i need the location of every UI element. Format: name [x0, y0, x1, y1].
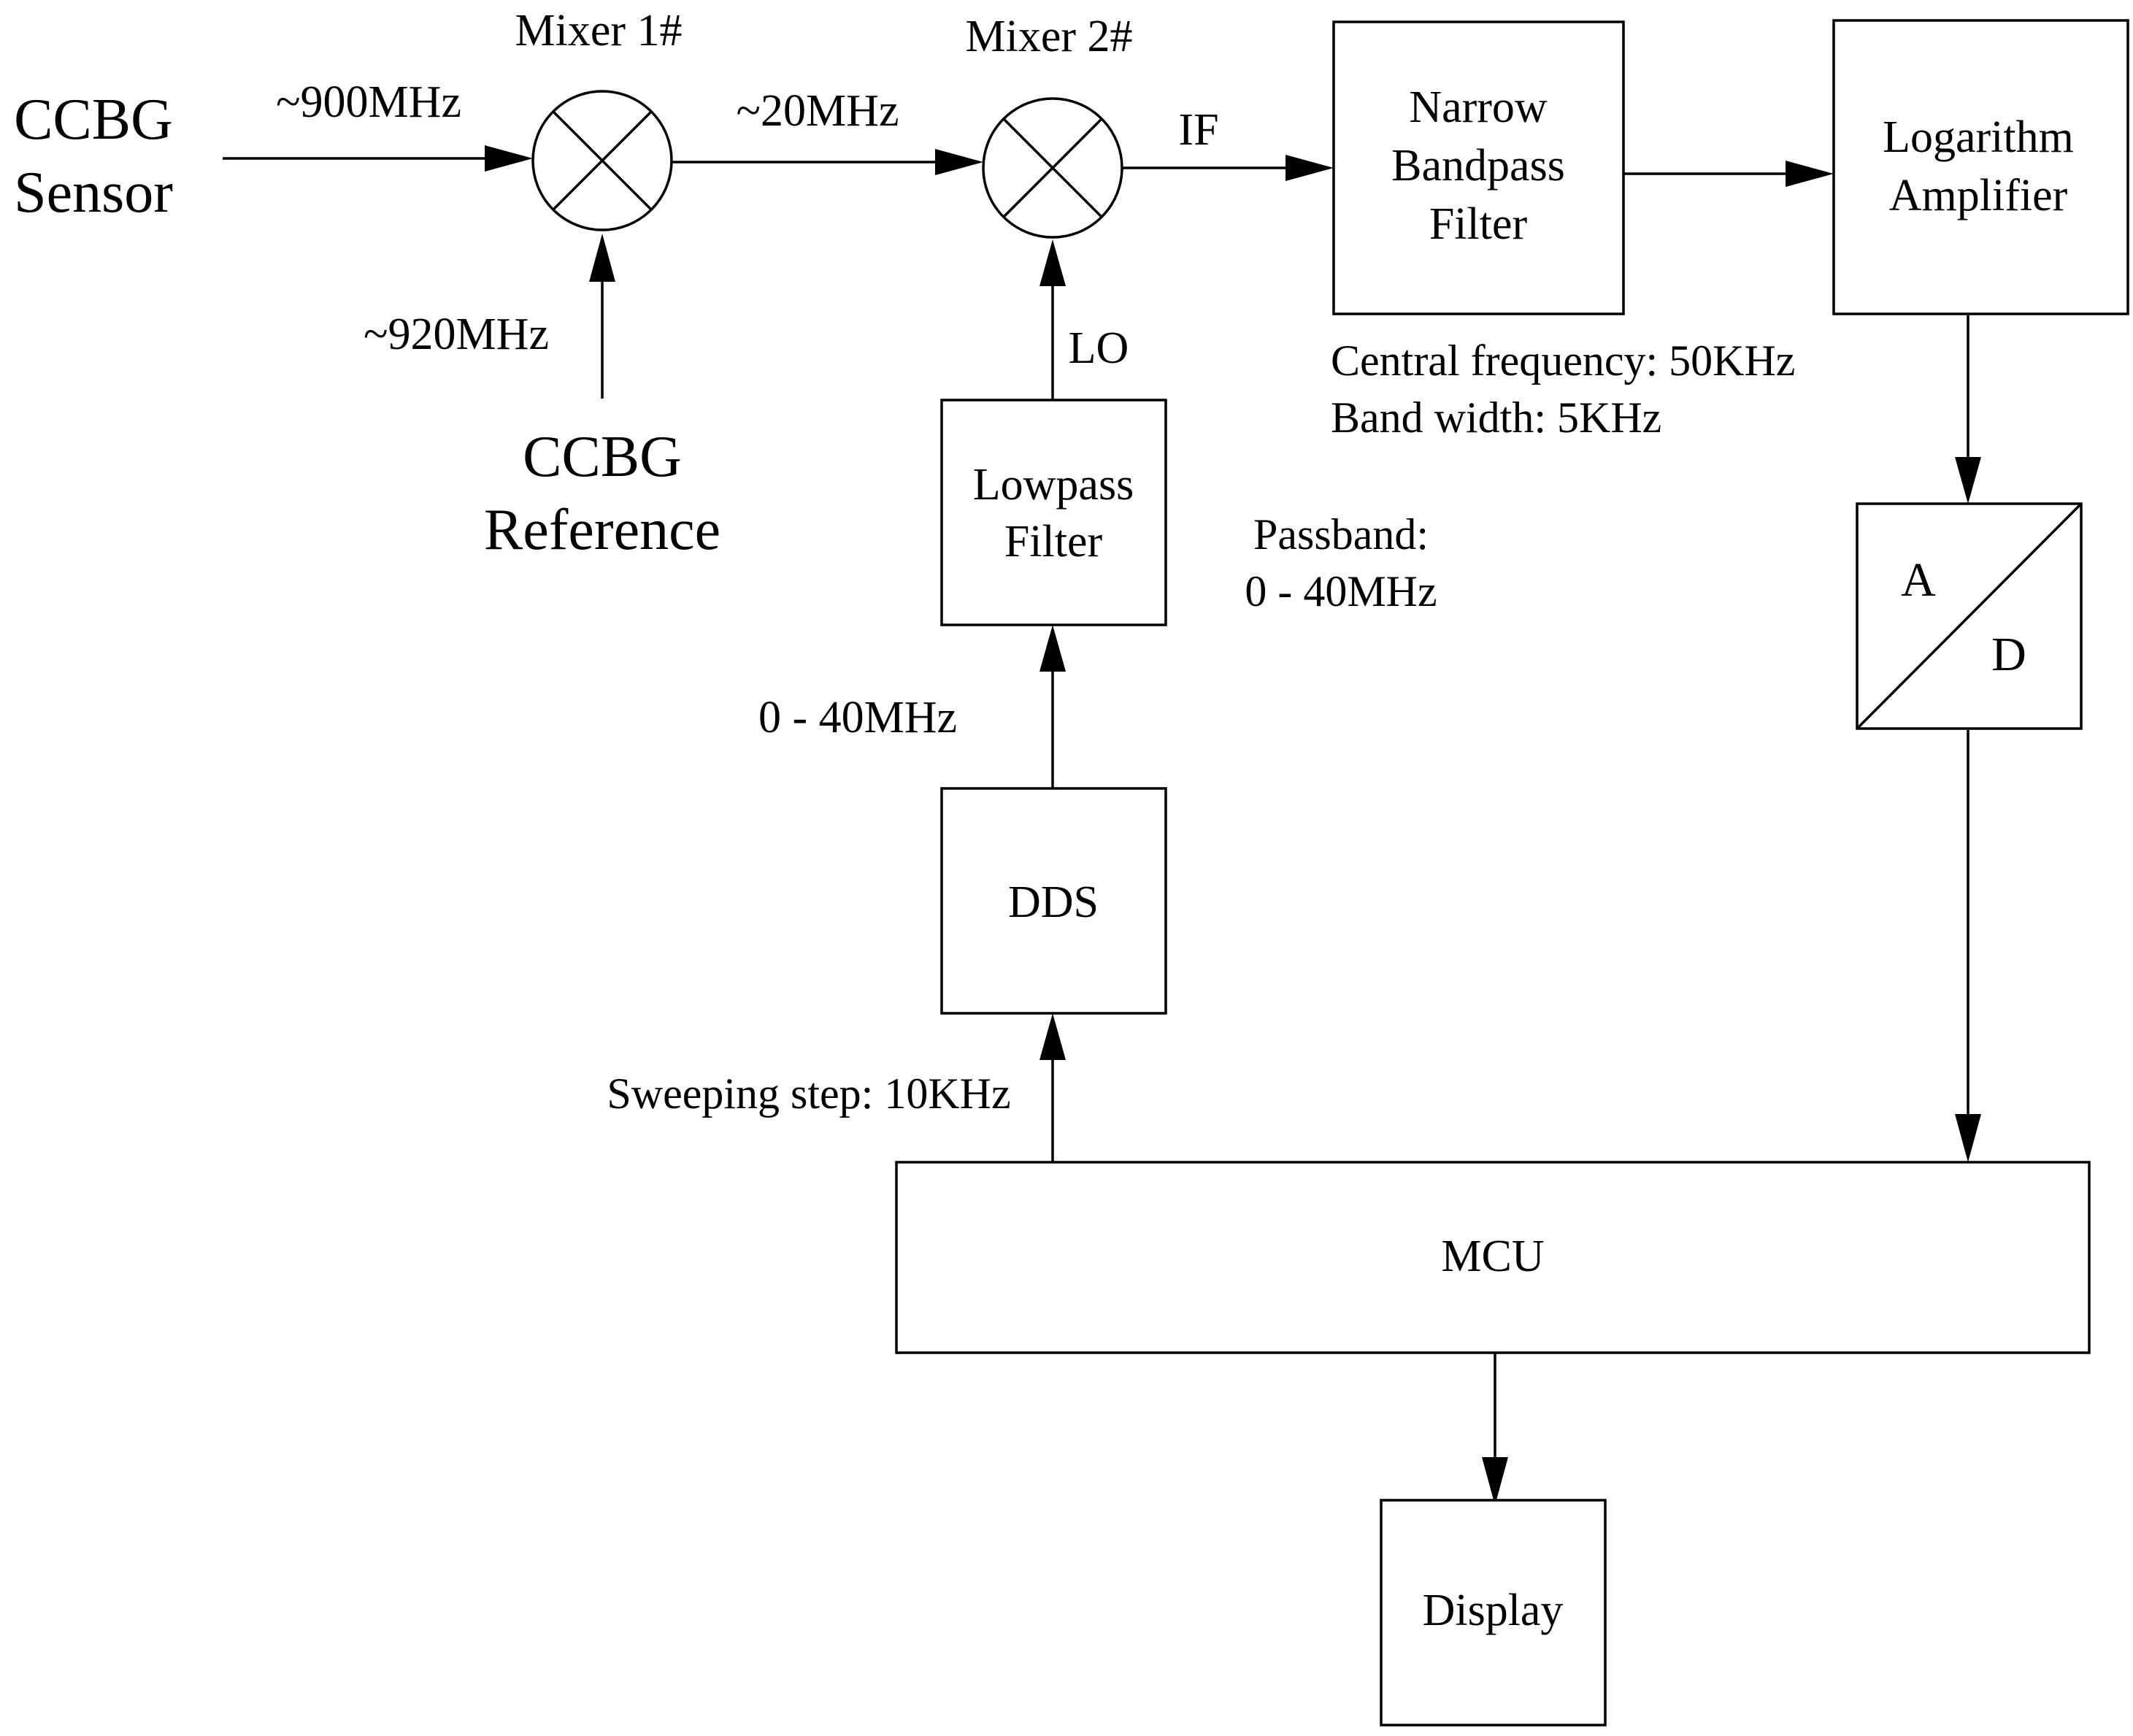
adc-a-label: A [1901, 553, 1936, 607]
signal-if-label: IF [1178, 105, 1218, 155]
logarithm-amplifier-block [1832, 19, 2129, 315]
reference-label-line1: CCBG [523, 425, 682, 489]
lpf-label-line1: Lowpass [973, 460, 1134, 510]
display-label: Display [1423, 1586, 1564, 1635]
arrowhead-mixer2-input [935, 149, 983, 175]
arrowhead-mcu-input [1955, 1114, 1981, 1162]
mcu-label: MCU [1441, 1232, 1544, 1281]
signal-lo-label: LO [1069, 323, 1129, 373]
bpf-bandwidth-note: Band width: 5KHz [1331, 393, 1661, 442]
adc-d-label: D [1991, 628, 2026, 681]
narrow-bandpass-filter-block [1332, 20, 1625, 315]
lowpass-filter-block [940, 399, 1167, 626]
reference-label-line2: Reference [484, 498, 720, 562]
lpf-label-line2: Filter [1004, 517, 1103, 566]
arrowhead-mixer2-lo [1039, 239, 1066, 286]
sweep-step-note: Sweeping step: 10KHz [607, 1069, 1010, 1118]
logamp-label-line2: Amplifier [1889, 171, 2068, 220]
adc-block [1856, 502, 2083, 730]
arrowhead-mixer1-reference [589, 234, 615, 282]
display-block [1380, 1499, 1607, 1727]
dds-block [940, 787, 1167, 1015]
mixer2-title: Mixer 2# [965, 12, 1132, 61]
bpf-label-line2: Bandpass [1391, 141, 1565, 191]
arrowhead-bpf-input [1285, 155, 1334, 181]
arrowhead-display-input [1482, 1457, 1508, 1505]
mcu-block [895, 1161, 2091, 1354]
signal-dds-output-label: 0 - 40MHz [758, 693, 957, 742]
arrowhead-adc-input [1955, 457, 1981, 504]
lpf-passband-range: 0 - 40MHz [1245, 567, 1437, 615]
arrowhead-logamp-input [1786, 161, 1834, 187]
mixer1-symbol [531, 90, 673, 231]
sensor-label-line1: CCBG [14, 88, 173, 152]
bpf-center-frequency-note: Central frequency: 50KHz [1331, 337, 1795, 385]
bpf-label-line3: Filter [1429, 199, 1528, 249]
sensor-label-line2: Sensor [14, 161, 173, 225]
arrowhead-mixer1-input [485, 145, 533, 172]
arrowhead-lpf-input [1039, 625, 1066, 672]
dds-label: DDS [1008, 877, 1099, 927]
signal-900mhz-label: ~900MHz [276, 77, 461, 127]
signal-920mhz-label: ~920MHz [364, 310, 549, 359]
mixer1-title: Mixer 1# [515, 6, 682, 55]
arrowhead-dds-input [1039, 1013, 1066, 1060]
logamp-label-line1: Logarithm [1883, 112, 2074, 162]
signal-20mhz-label: ~20MHz [737, 86, 899, 136]
lpf-passband-title: Passband: [1253, 510, 1429, 558]
bpf-label-line1: Narrow [1409, 82, 1548, 132]
mixer2-symbol [982, 97, 1123, 239]
